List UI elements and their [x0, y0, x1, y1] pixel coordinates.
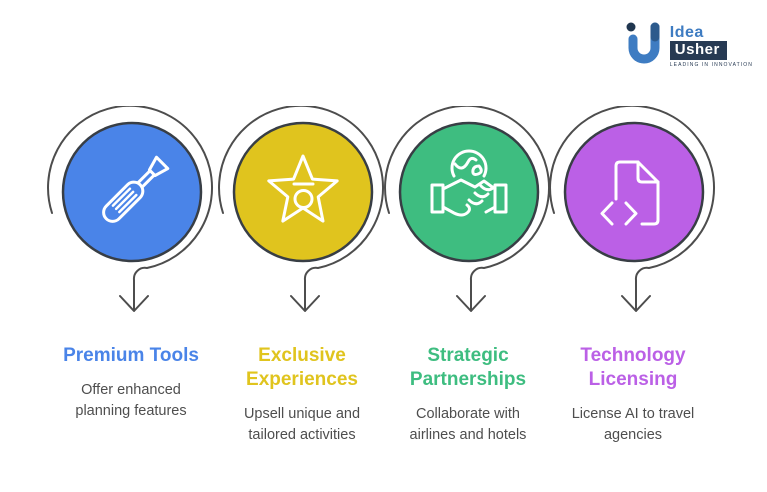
logo-wordmark-idea: Idea — [669, 24, 704, 41]
handshake-globe-icon — [430, 149, 508, 217]
step-description: Collaborate with airlines and hotels — [409, 406, 527, 443]
logo-tagline: LEADING IN INNOVATION — [669, 62, 753, 68]
step-description: Upsell unique and tailored activities — [243, 406, 361, 443]
spiral-arrow-outline — [218, 106, 385, 312]
spiral-arrow-outline — [47, 106, 214, 312]
star-icon — [267, 154, 339, 223]
step-exclusive-experiences: Exclusive Experiences Upsell unique and … — [217, 106, 387, 446]
step-title: Premium Tools — [63, 345, 199, 366]
spiral-arrow-outline — [549, 106, 716, 312]
logo-wordmark-usher: Usher — [669, 41, 727, 60]
spiral-arrow-outline — [384, 106, 551, 312]
step-badge — [218, 106, 385, 312]
step-premium-tools: Premium Tools Offer enhanced planning fe… — [46, 106, 216, 422]
idea-usher-logo: Idea Usher LEADING IN INNOVATION — [622, 16, 753, 68]
step-strategic-partnerships: Strategic Partnerships Collaborate with … — [383, 106, 553, 446]
step-title: Exclusive Experiences — [246, 345, 358, 390]
colored-disc — [398, 121, 540, 263]
document-code-icon — [600, 160, 660, 226]
step-badge — [47, 106, 214, 312]
step-technology-licensing: Technology Licensing License AI to trave… — [548, 106, 718, 446]
step-badge — [384, 106, 551, 312]
step-description: License AI to travel agencies — [571, 406, 695, 443]
step-title: Strategic Partnerships — [409, 345, 527, 390]
idea-usher-logo-icon — [626, 22, 660, 64]
step-description: Offer enhanced planning features — [75, 382, 187, 419]
step-title: Technology Licensing — [580, 345, 686, 390]
colored-disc — [563, 121, 705, 263]
screwdriver-icon — [102, 155, 170, 223]
step-badge — [549, 106, 716, 312]
